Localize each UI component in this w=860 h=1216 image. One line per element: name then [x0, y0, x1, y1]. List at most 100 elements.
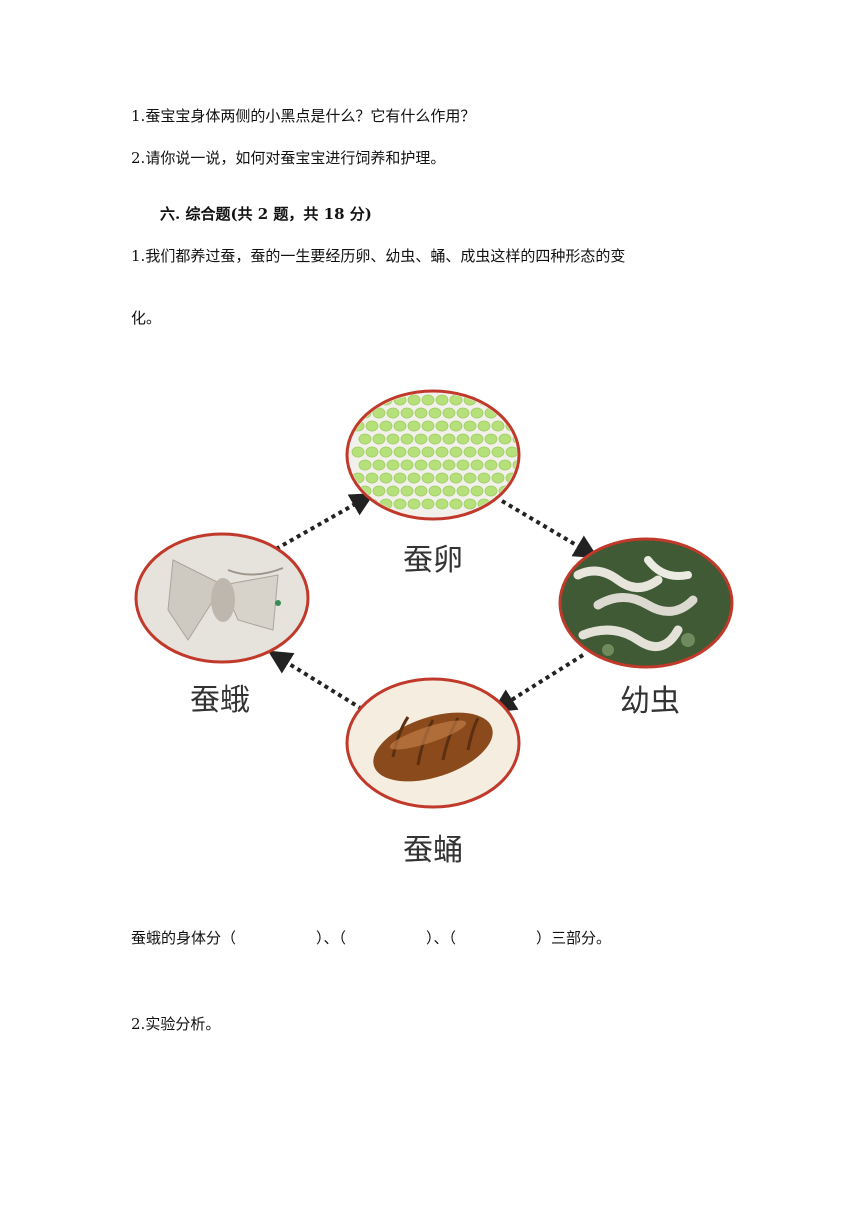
egg-dot — [456, 407, 470, 419]
egg-dot — [407, 472, 421, 484]
egg-dot — [365, 394, 379, 406]
egg-dot — [491, 420, 505, 432]
egg-dot — [358, 459, 372, 471]
question-number: 1. — [131, 247, 146, 265]
egg-dot — [442, 485, 456, 497]
egg-dot — [463, 446, 477, 458]
question-2-prev: 2.请你说一说，如何对蚕宝宝进行饲养和护理。 — [131, 148, 445, 168]
silkworm-lifecycle-diagram: 蚕卵 幼虫 蚕蛹 — [134, 389, 734, 868]
egg-dot — [442, 407, 456, 419]
egg-dot — [379, 420, 393, 432]
egg-stage-image — [345, 389, 521, 521]
egg-dot — [456, 433, 470, 445]
egg-dot — [365, 472, 379, 484]
egg-dot — [400, 433, 414, 445]
egg-dot — [449, 420, 463, 432]
egg-dot — [470, 433, 484, 445]
pupa-label: 蚕蛹 — [403, 833, 463, 868]
egg-dot — [400, 485, 414, 497]
egg-dot — [505, 394, 517, 406]
egg-dot — [456, 459, 470, 471]
larva-stage-image — [558, 537, 734, 669]
egg-dot — [435, 498, 449, 510]
egg-dot — [393, 472, 407, 484]
egg-dot — [379, 472, 393, 484]
egg-dot — [477, 472, 491, 484]
egg-dot — [414, 433, 428, 445]
arrow-pupa-to-moth — [267, 650, 364, 711]
egg-dot — [491, 446, 505, 458]
moth-stage-image — [134, 532, 310, 664]
arrow-moth-to-egg — [275, 493, 375, 551]
egg-dot — [372, 407, 386, 419]
fill-suffix: ）三部分。 — [536, 929, 612, 947]
egg-dot — [421, 446, 435, 458]
egg-dot — [456, 485, 470, 497]
question-number: 2. — [131, 149, 146, 167]
egg-dot — [421, 420, 435, 432]
egg-dot — [351, 446, 365, 458]
egg-dot — [386, 433, 400, 445]
egg-dot — [372, 459, 386, 471]
q2-line: 2.实验分析。 — [131, 1014, 220, 1034]
fill-sep-1: ）、（ — [316, 929, 347, 947]
egg-dot — [428, 485, 442, 497]
egg-dot — [463, 498, 477, 510]
question-1-prev: 1.蚕宝宝身体两侧的小黑点是什么？它有什么作用？ — [131, 106, 475, 126]
egg-dot — [414, 407, 428, 419]
egg-dot — [428, 407, 442, 419]
fill-prefix: 蚕蛾的身体分（ — [131, 929, 237, 947]
egg-dot — [372, 485, 386, 497]
egg-dot — [442, 459, 456, 471]
egg-dot — [435, 420, 449, 432]
egg-dot — [365, 446, 379, 458]
egg-dot — [463, 472, 477, 484]
egg-dot — [407, 446, 421, 458]
egg-dot — [421, 394, 435, 406]
question-number: 1. — [131, 107, 146, 125]
egg-dot — [421, 472, 435, 484]
egg-dot — [351, 394, 365, 406]
egg-dot — [407, 498, 421, 510]
egg-dot — [421, 498, 435, 510]
question-text: 我们都养过蚕，蚕的一生要经历卵、幼虫、蛹、成虫这样的四种形态的变 — [145, 247, 626, 265]
egg-dot — [372, 433, 386, 445]
pupa-stage-image — [345, 677, 521, 809]
egg-dot — [386, 407, 400, 419]
egg-dot — [407, 394, 421, 406]
egg-dot — [358, 433, 372, 445]
egg-dot — [484, 485, 498, 497]
egg-dot — [435, 394, 449, 406]
egg-dot — [435, 446, 449, 458]
egg-dot — [442, 433, 456, 445]
question-text: 请你说一说，如何对蚕宝宝进行饲养和护理。 — [145, 149, 446, 167]
egg-dot — [505, 446, 517, 458]
egg-dot — [498, 433, 512, 445]
egg-dot — [484, 433, 498, 445]
egg-dot — [498, 459, 512, 471]
egg-dot — [393, 446, 407, 458]
egg-dot — [428, 459, 442, 471]
egg-dot — [491, 394, 505, 406]
egg-dot — [393, 498, 407, 510]
egg-dot — [484, 459, 498, 471]
egg-dot — [386, 459, 400, 471]
egg-dot — [463, 420, 477, 432]
section-title: 六. 综合题(共 2 题，共 18 分) — [160, 205, 372, 223]
egg-dot — [435, 472, 449, 484]
egg-dot — [512, 407, 517, 419]
egg-dot — [470, 485, 484, 497]
egg-dot — [477, 446, 491, 458]
egg-dot — [491, 472, 505, 484]
egg-dot — [379, 446, 393, 458]
q1-fill-blank: 蚕蛾的身体分（）、（）、（）三部分。 — [131, 928, 611, 948]
egg-dot — [414, 485, 428, 497]
arrow-egg-to-larva — [500, 499, 599, 559]
egg-dot — [449, 498, 463, 510]
egg-dot — [428, 433, 442, 445]
egg-dot — [470, 407, 484, 419]
egg-dot — [512, 485, 517, 497]
egg-dot — [400, 459, 414, 471]
egg-dot — [386, 485, 400, 497]
egg-dot — [477, 420, 491, 432]
